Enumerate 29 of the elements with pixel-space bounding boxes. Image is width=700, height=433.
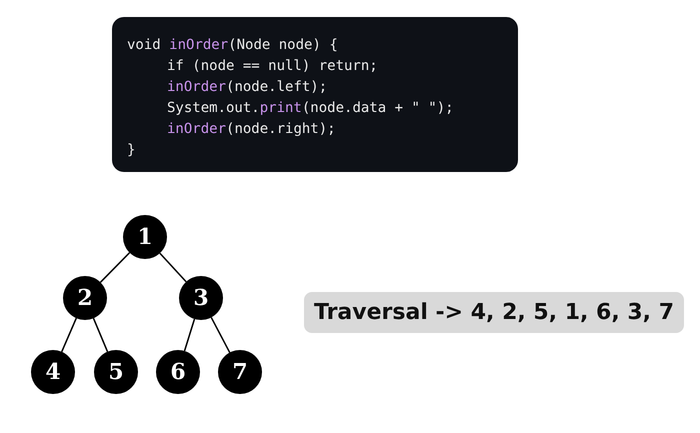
tree-edge (184, 318, 196, 352)
node-number: 1 (137, 224, 153, 250)
result-pill (304, 292, 684, 333)
traversal-text: Traversal -> 4, 2, 5, 1, 6, 3, 7 (314, 300, 674, 325)
node-number: 6 (170, 359, 186, 385)
tree-edge (159, 252, 187, 282)
code-line: } (127, 141, 136, 160)
node-number: 2 (77, 285, 93, 311)
tree-edge (210, 317, 230, 353)
tree-node-circle (123, 215, 167, 259)
tree-node-circle (94, 350, 138, 394)
node-number: 7 (232, 359, 248, 385)
tree-node-circle (63, 276, 107, 320)
node-number: 3 (193, 285, 209, 311)
code-line: inOrder(node.left); (167, 78, 328, 97)
code-panel (112, 17, 518, 172)
tree-edge (100, 252, 130, 283)
tree-node-circle (218, 350, 262, 394)
code-line: if (node == null) return; (167, 57, 378, 76)
tree-node-circle (179, 276, 223, 320)
tree-node-circle (31, 350, 75, 394)
code-line: System.out.print(node.data + " "); (167, 99, 454, 118)
code-line: void inOrder(Node node) { (127, 36, 338, 55)
node-number: 4 (45, 359, 61, 385)
code-line: inOrder(node.right); (167, 120, 336, 139)
node-number: 5 (108, 359, 124, 385)
tree-edge (92, 318, 108, 352)
tree-edge (61, 318, 77, 352)
tree-node-circle (156, 350, 200, 394)
